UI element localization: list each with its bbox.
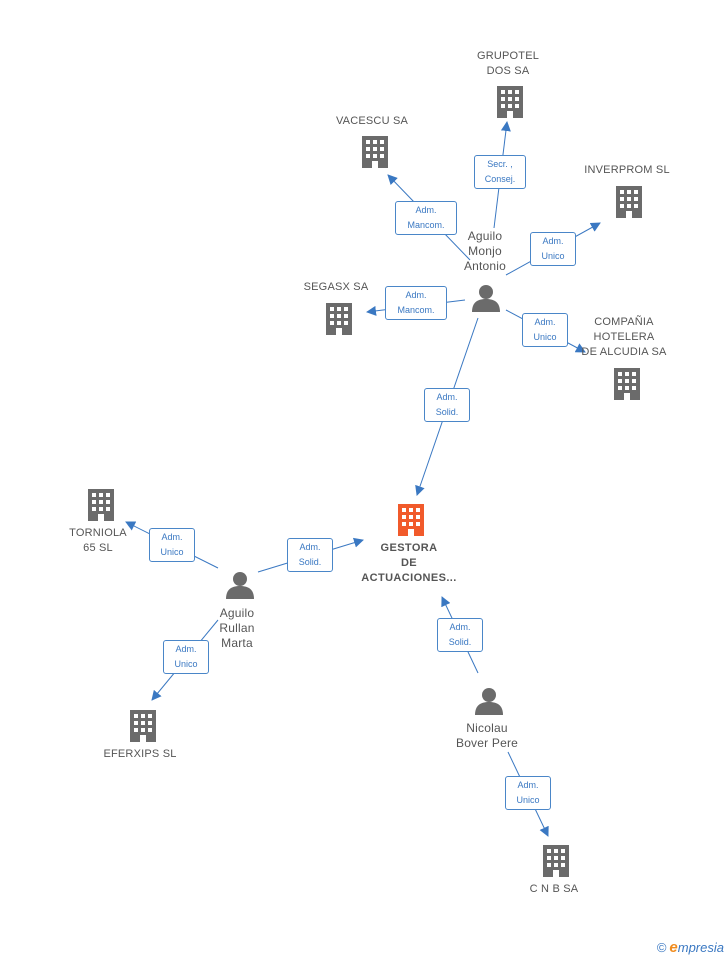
relation-line: Solid.: [435, 407, 459, 417]
relation-line: Adm.: [534, 317, 556, 327]
label-line: Rullan: [219, 621, 255, 635]
relation-line: Unico: [516, 795, 540, 805]
label-line: EFERXIPS SL: [103, 748, 177, 760]
relation-label: Adm. Unico: [505, 776, 551, 810]
relation-line: Secr. ,: [487, 159, 513, 169]
node-cnb-label[interactable]: C N B SA: [484, 882, 624, 897]
node-nicolau-label[interactable]: Nicolau Bover Pere: [417, 721, 557, 751]
person-icon: [475, 688, 503, 715]
label-line: ACTUACIONES...: [361, 572, 457, 584]
building-icon: [326, 303, 352, 335]
relation-line: Mancom.: [407, 220, 445, 230]
label-line: 65 SL: [83, 542, 113, 554]
label-line: INVERPROM SL: [584, 164, 670, 176]
relation-label: Adm. Solid.: [287, 538, 333, 572]
label-line: TORNIOLA: [69, 527, 127, 539]
building-icon: [130, 710, 156, 742]
label-line: DE: [400, 557, 418, 569]
label-line: DE ALCUDIA SA: [581, 346, 667, 358]
node-inverprom-label[interactable]: INVERPROM SL: [557, 163, 697, 178]
node-torniola-label[interactable]: TORNIOLA 65 SL: [28, 526, 168, 556]
relation-line: Adm.: [161, 532, 183, 542]
relation-line: Solid.: [448, 637, 472, 647]
relation-line: Adm.: [436, 392, 458, 402]
node-main-label[interactable]: GESTORA DE ACTUACIONES...: [339, 541, 479, 586]
label-line: HOTELERA: [593, 331, 655, 343]
label-line: DOS SA: [486, 65, 530, 77]
label-line: Marta: [221, 636, 253, 650]
building-icon: [616, 186, 642, 218]
node-compania-label[interactable]: COMPAÑIA HOTELERA DE ALCUDIA SA: [554, 315, 694, 360]
building-icon: [543, 845, 569, 877]
relation-label: Adm. Unico: [522, 313, 568, 347]
relation-label: Adm. Mancom.: [385, 286, 447, 320]
relation-label: Adm. Unico: [149, 528, 195, 562]
node-eferxips-label[interactable]: EFERXIPS SL: [70, 747, 210, 762]
relation-line: Unico: [160, 547, 184, 557]
relation-line: Adm.: [405, 290, 427, 300]
relation-line: Unico: [533, 332, 557, 342]
label-line: C N B SA: [529, 883, 579, 895]
building-icon: [614, 368, 640, 400]
relation-label: Adm. Mancom.: [395, 201, 457, 235]
relation-line: Adm.: [175, 644, 197, 654]
node-aguilo-rullan-label[interactable]: Aguilo Rullan Marta: [167, 606, 307, 651]
relation-label: Adm. Unico: [163, 640, 209, 674]
label-line: GESTORA: [380, 542, 438, 554]
label-line: Nicolau: [466, 721, 508, 735]
label-line: Bover Pere: [455, 736, 519, 750]
relation-line: Adm.: [542, 236, 564, 246]
brand-logo-initial: e: [669, 939, 678, 956]
relation-line: Adm.: [415, 205, 437, 215]
relation-label: Secr. , Consej.: [474, 155, 526, 189]
copyright-icon: ©: [656, 940, 667, 955]
building-icon: [398, 504, 424, 536]
label-line: Monjo: [468, 244, 502, 258]
node-segasx-label[interactable]: SEGASX SA: [266, 280, 406, 295]
label-line: Aguilo: [467, 229, 503, 243]
relation-line: Unico: [541, 251, 565, 261]
label-line: GRUPOTEL: [476, 50, 540, 62]
relation-line: Adm.: [517, 780, 539, 790]
brand-footer[interactable]: ©empresia: [657, 939, 724, 956]
label-line: VACESCU SA: [335, 115, 409, 127]
node-aguilo-monjo-label[interactable]: Aguilo Monjo Antonio: [415, 229, 555, 274]
label-line: Antonio: [463, 259, 507, 273]
relation-line: Mancom.: [397, 305, 435, 315]
label-line: SEGASX SA: [303, 281, 369, 293]
label-line: Aguilo: [219, 606, 255, 620]
brand-logo-text: mpresia: [677, 940, 724, 955]
building-icon: [362, 136, 388, 168]
person-icon: [226, 572, 254, 599]
label-line: COMPAÑIA: [594, 316, 654, 328]
person-icon: [472, 285, 500, 312]
relation-line: Consej.: [484, 174, 516, 184]
node-vacescu-label[interactable]: VACESCU SA: [302, 114, 442, 129]
building-icon: [88, 489, 114, 521]
node-grupotel-label[interactable]: GRUPOTEL DOS SA: [438, 49, 578, 79]
relation-line: Adm.: [299, 542, 321, 552]
relation-line: Adm.: [449, 622, 471, 632]
relation-label: Adm. Solid.: [424, 388, 470, 422]
relation-label: Adm. Unico: [530, 232, 576, 266]
relation-line: Solid.: [298, 557, 322, 567]
building-icon: [497, 86, 523, 118]
relation-label: Adm. Solid.: [437, 618, 483, 652]
relation-line: Unico: [174, 659, 198, 669]
